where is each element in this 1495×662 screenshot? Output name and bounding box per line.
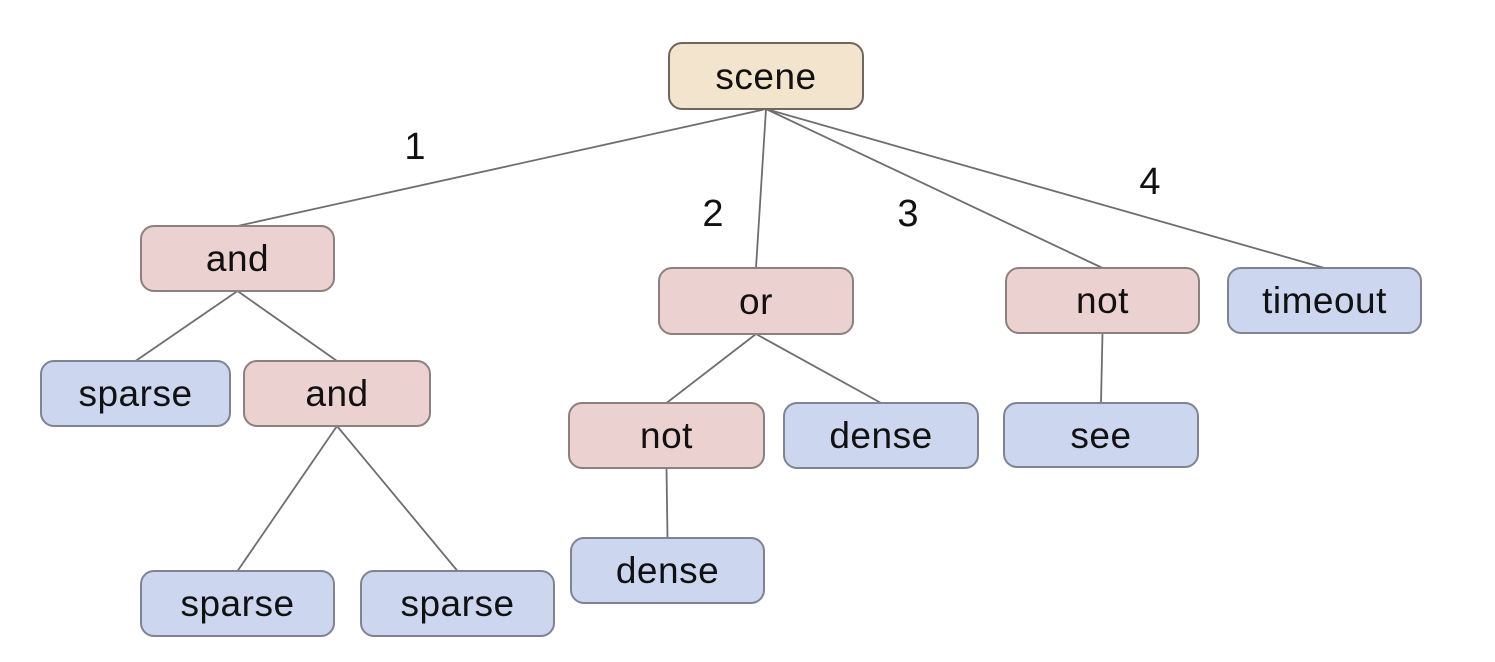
- edge-scene-or1: [755, 108, 767, 269]
- edge-not2-dense2: [665, 467, 669, 539]
- edge-and1-sparse1: [134, 290, 239, 362]
- edge-scene-not1: [765, 108, 1103, 269]
- edge-or1-dense1: [755, 333, 882, 404]
- edge-not1-see: [1100, 332, 1104, 404]
- edge-scene-timeout: [765, 108, 1325, 269]
- edge-scene-and1: [237, 108, 767, 227]
- edge-and2-sparse2: [236, 425, 338, 572]
- edge-and2-sparse3: [336, 425, 459, 572]
- edge-or1-not2: [665, 333, 757, 404]
- edge-and1-and2: [236, 290, 338, 362]
